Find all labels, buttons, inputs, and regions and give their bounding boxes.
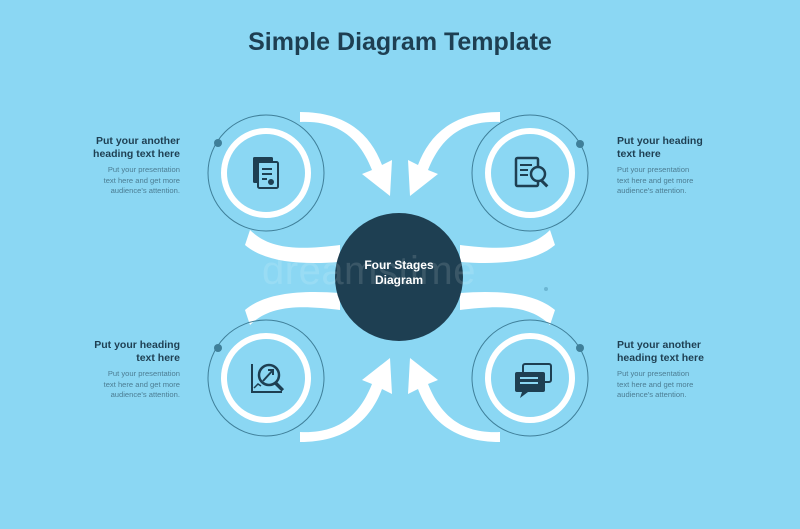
arrow-bottom-right	[408, 358, 500, 442]
stage-body: Put your presentation text here and get …	[617, 165, 757, 197]
heading-line: Put your heading	[94, 339, 180, 351]
documents-icon	[253, 157, 279, 189]
body-line: text here and get more	[617, 175, 694, 185]
center-label-line2: Diagram	[374, 273, 424, 287]
body-line: text here and get more	[103, 175, 180, 185]
stage-text-top-right: Put your heading text here Put your pres…	[617, 135, 757, 197]
arrow-top-right	[408, 112, 500, 196]
stage-body: Put your presentation text here and get …	[40, 165, 180, 197]
stage-body: Put your presentation text here and get …	[40, 369, 180, 401]
body-line: text here and get more	[103, 379, 180, 389]
band-upper-right	[460, 230, 555, 264]
body-line: audience's attention.	[617, 390, 687, 399]
heading-line: Put your heading	[617, 135, 703, 147]
flow-arrows	[245, 112, 555, 442]
stage-text-top-left: Put your another heading text here Put y…	[40, 135, 180, 197]
arrow-bottom-left	[300, 358, 392, 442]
band-lower-right	[460, 291, 555, 325]
heading-line: Put your another	[95, 135, 180, 147]
heading-line: heading text here	[93, 148, 180, 160]
body-line: Put your presentation	[617, 369, 690, 378]
stage-heading: Put your another heading text here	[617, 339, 757, 365]
center-dot-decor	[544, 287, 548, 291]
heading-line: text here	[617, 148, 661, 160]
stage-heading: Put your heading text here	[617, 135, 757, 161]
body-line: text here and get more	[617, 379, 694, 389]
stage-text-bottom-right: Put your another heading text here Put y…	[617, 339, 757, 401]
document-search-icon	[514, 156, 549, 188]
page-title: Simple Diagram Template	[248, 28, 552, 56]
chart-magnifier-icon	[251, 363, 285, 393]
arrow-top-left	[300, 112, 392, 196]
band-lower-left	[245, 291, 340, 325]
body-line: audience's attention.	[617, 186, 687, 195]
body-line: Put your presentation	[617, 165, 690, 174]
body-line: Put your presentation	[107, 165, 180, 174]
stage-body: Put your presentation text here and get …	[617, 369, 757, 401]
stage-text-bottom-left: Put your heading text here Put your pres…	[40, 339, 180, 401]
heading-line: Put your another	[617, 339, 702, 351]
heading-line: text here	[136, 352, 180, 364]
stage-heading: Put your heading text here	[40, 339, 180, 365]
body-line: audience's attention.	[110, 390, 180, 399]
center-label: Four Stages Diagram	[334, 258, 464, 288]
body-line: Put your presentation	[107, 369, 180, 378]
chat-bubbles-icon	[515, 363, 552, 398]
center-circle	[335, 213, 463, 341]
band-upper-left	[245, 230, 340, 264]
body-line: audience's attention.	[110, 186, 180, 195]
center-label-line1: Four Stages	[364, 258, 434, 272]
stage-heading: Put your another heading text here	[40, 135, 180, 161]
heading-line: heading text here	[617, 352, 704, 364]
